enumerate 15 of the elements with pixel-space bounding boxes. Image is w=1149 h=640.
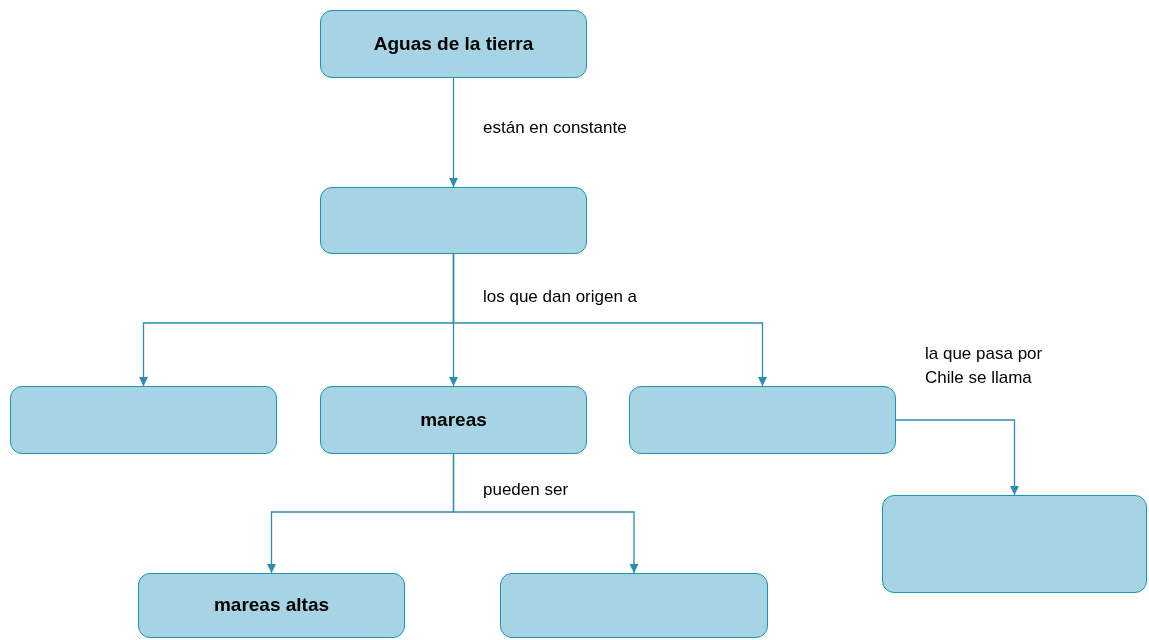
concept-text: Aguas de la tierra: [373, 31, 534, 56]
empty-box: [320, 187, 587, 254]
empty-box: [10, 386, 277, 454]
arrow: [452, 253, 767, 387]
concept-box: [320, 386, 587, 454]
concept-box: [138, 573, 405, 638]
arrow: [895, 419, 1019, 496]
concept-text: mareas altas: [213, 593, 330, 618]
concept-text: mareas: [420, 407, 487, 432]
concept-box: [320, 10, 587, 78]
arrow: [452, 453, 639, 574]
arrow: [449, 77, 458, 188]
empty-box: [629, 386, 896, 454]
empty-box: [500, 573, 768, 638]
empty-box: [882, 495, 1147, 593]
